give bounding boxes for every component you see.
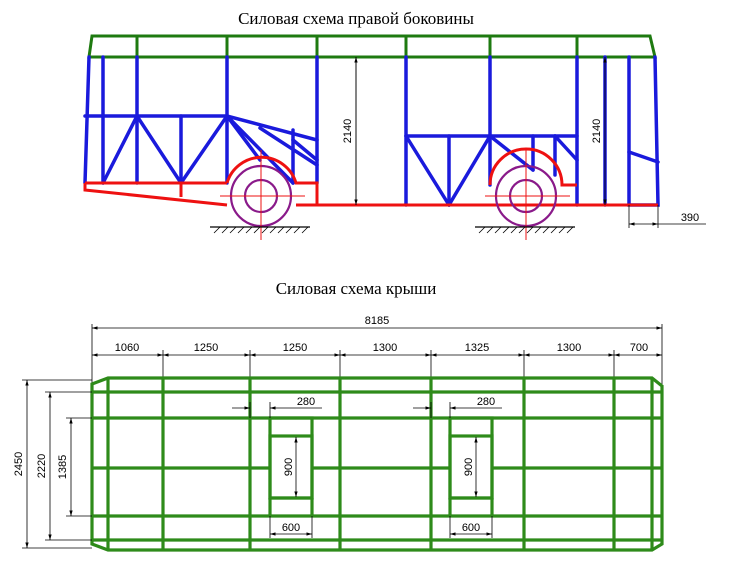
rear-wheel	[485, 150, 570, 240]
ground-rear	[475, 226, 575, 234]
dim-hatch1: 280 900 600	[232, 396, 322, 538]
roof-title: Силовая схема крыши	[276, 279, 437, 298]
svg-text:8185: 8185	[365, 315, 389, 327]
svg-text:1250: 1250	[194, 342, 218, 354]
svg-text:700: 700	[630, 342, 648, 354]
roof-frame	[90, 376, 664, 552]
svg-text:900: 900	[463, 458, 475, 476]
svg-text:390: 390	[681, 212, 699, 224]
dim-width-inner: 1385	[57, 417, 92, 517]
ground-front	[210, 226, 310, 234]
side-roof-rail	[87, 34, 657, 59]
svg-text:2140: 2140	[591, 119, 603, 143]
svg-text:1250: 1250	[283, 342, 307, 354]
svg-text:1060: 1060	[115, 342, 139, 354]
svg-text:280: 280	[297, 396, 315, 408]
front-wheel	[220, 150, 305, 240]
svg-text:600: 600	[462, 522, 480, 534]
dim-width-mid: 2220	[36, 391, 92, 541]
svg-text:1300: 1300	[373, 342, 397, 354]
svg-text:2450: 2450	[13, 452, 25, 476]
svg-text:1385: 1385	[57, 455, 69, 479]
side-frame	[83, 34, 660, 207]
dim-height-front: 2140	[342, 57, 358, 205]
svg-text:280: 280	[477, 396, 495, 408]
dim-hatch2: 280 900 600	[413, 396, 502, 538]
svg-text:600: 600	[282, 522, 300, 534]
svg-text:1325: 1325	[465, 342, 489, 354]
dim-height-rear: 2140	[591, 57, 607, 205]
dim-width-outer: 2450	[13, 379, 92, 549]
svg-text:2140: 2140	[342, 119, 354, 143]
svg-text:2220: 2220	[36, 454, 48, 478]
svg-text:900: 900	[283, 458, 295, 476]
side-title: Силовая схема правой боковины	[238, 9, 474, 28]
dim-segments: 1060 1250 1250 1300 1325 1300 700	[92, 342, 662, 384]
dim-overhang: 390	[628, 205, 706, 228]
svg-text:1300: 1300	[557, 342, 581, 354]
